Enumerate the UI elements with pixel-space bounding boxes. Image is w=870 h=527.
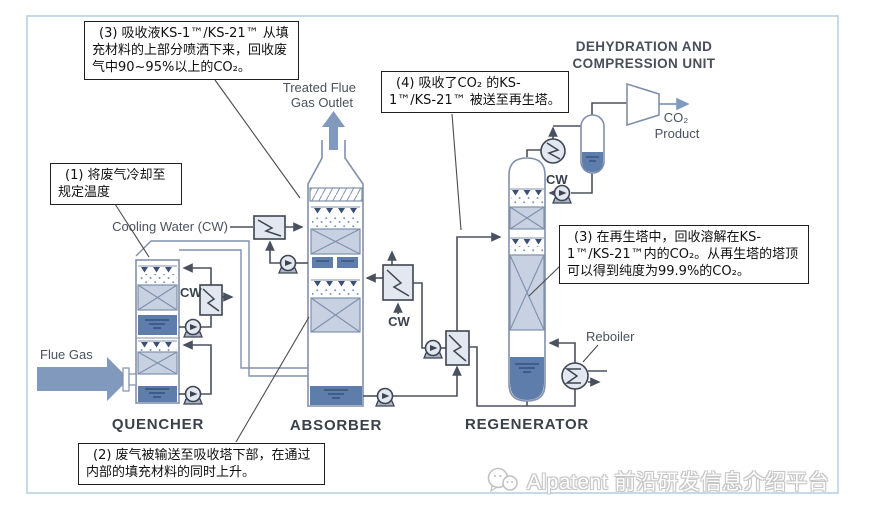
cooling-water-label: Cooling Water (CW) (112, 219, 228, 234)
quencher-loop-2 (179, 340, 212, 405)
callout-absorb-spray-text: (3) 吸收液KS-1™/KS-21™ 从填充材料的上部分喷洒下来，回收废气中9… (92, 26, 289, 75)
callout-flue-to-absorber-text: (2) 废气被输送至吸收塔下部，在通过内部的填充材料的同时上升。 (86, 448, 311, 480)
quencher-column (135, 259, 180, 404)
reboiler-leader (582, 344, 599, 363)
reflux-pump (552, 184, 572, 204)
callout-absorb-spray: (3) 吸收液KS-1™/KS-21™ 从填充材料的上部分喷洒下来，回收废气中9… (84, 21, 299, 80)
overhead-system (526, 102, 627, 204)
quencher-label: QUENCHER (112, 416, 204, 433)
treated-label-1: Treated Flue (283, 80, 356, 95)
callout-cool-flue: (1) 将废气冷却至规定温度 (50, 163, 182, 205)
chat-bubbles-icon (487, 467, 518, 493)
rich-lean-exchanger (445, 330, 470, 366)
reboiler (561, 362, 589, 390)
lean-cooler-group (365, 250, 446, 359)
callout-flue-to-absorber: (2) 废气被输送至吸收塔下部，在通过内部的填充材料的同时上升。 (78, 443, 325, 485)
callout-leaders (114, 79, 561, 443)
rich-pump (375, 387, 395, 407)
watermark: Alpatent 前沿研发信息介绍平台 (486, 466, 829, 496)
co2-product-label-2: Product (655, 126, 700, 141)
absorber-label: ABSORBER (290, 417, 382, 434)
cw-label-quencher: CW (180, 285, 202, 300)
figure-frame (26, 15, 839, 494)
lean-pump (423, 339, 443, 359)
watermark-text: Alpatent 前沿研发信息介绍平台 (527, 471, 830, 494)
callout-cool-flue-text: (1) 将废气冷却至规定温度 (58, 168, 166, 200)
flue-gas-label: Flue Gas (40, 347, 93, 362)
quencher-cw-loop (179, 263, 234, 338)
cw-label-condenser: CW (546, 172, 568, 187)
co2-product-label-1: CO₂ (664, 110, 689, 125)
regenerator-column (508, 157, 546, 402)
compressor (626, 82, 660, 127)
rich-solution-line (363, 232, 502, 407)
cw-label-lean-cooler: CW (388, 314, 410, 329)
dehydration-label-1: DEHYDRATION AND (576, 39, 713, 54)
quencher-pump-2 (183, 385, 203, 405)
callout-regen-text: (3) 在再生塔中，回收溶解在KS-1™/KS-21™内的CO₂。从再生塔的塔顶… (567, 230, 799, 279)
quencher-cooler (199, 284, 223, 316)
absorber-column (307, 140, 364, 407)
treated-gas-arrow (322, 111, 345, 150)
separator-vessel (580, 114, 605, 174)
treated-label-2: Gas Outlet (291, 95, 354, 110)
quencher-pump-1 (183, 318, 203, 338)
gas-duct (135, 240, 308, 377)
lean-return-line (469, 338, 607, 407)
dehydration-label-2: COMPRESSION UNIT (573, 56, 716, 71)
callout-rich-to-regen-text: (4) 吸收了CO₂ 的KS-1™/KS-21™ 被送至再生塔。 (389, 76, 561, 108)
reboiler-label: Reboiler (586, 329, 635, 344)
callout-regen: (3) 在再生塔中，回收溶解在KS-1™/KS-21™内的CO₂。从再生塔的塔顶… (559, 225, 809, 284)
callout-rich-to-regen: (4) 吸收了CO₂ 的KS-1™/KS-21™ 被送至再生塔。 (381, 71, 569, 113)
wash-cooler-loop (230, 215, 308, 274)
wash-pump (278, 254, 298, 274)
flue-gas-arrow (37, 357, 137, 401)
regenerator-label: REGENERATOR (465, 416, 589, 433)
